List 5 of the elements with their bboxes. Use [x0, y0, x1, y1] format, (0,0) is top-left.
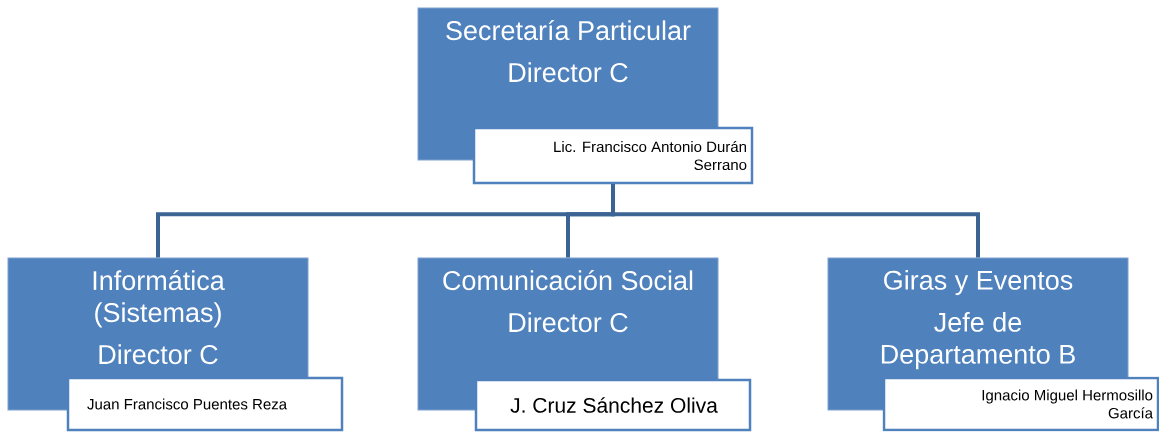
name-box: J. Cruz Sánchez Oliva: [474, 378, 752, 432]
name-box: Ignacio Miguel Hermosillo García: [882, 376, 1159, 432]
name-box: Juan Francisco Puentes Reza: [66, 376, 344, 432]
name-box: Lic. Francisco Antonio Durán Serrano: [472, 126, 754, 185]
connector-line: [611, 184, 980, 258]
